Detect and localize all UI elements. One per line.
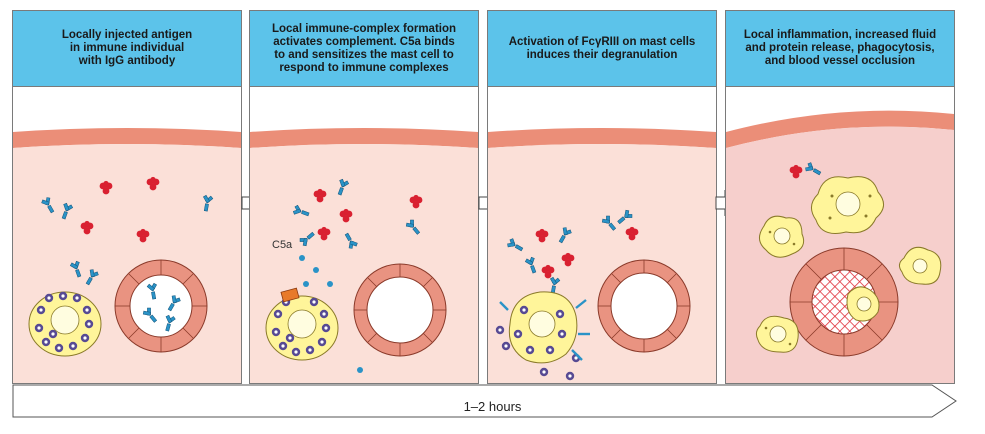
skin-band	[488, 128, 716, 148]
mast-cell-icon	[265, 287, 339, 361]
c5a-label: C5a	[272, 239, 293, 251]
timeline-arrow	[12, 384, 957, 418]
panel-2-scene	[250, 88, 478, 383]
panel-1-scene	[13, 88, 241, 383]
macrophage-icon	[811, 176, 884, 234]
skin-band	[726, 110, 954, 148]
skin-band	[13, 128, 241, 148]
macrophage-icon	[898, 246, 942, 285]
blood-vessel-icon	[597, 259, 691, 353]
panel-3-degranulation: Activation of FcγRIII on mast cells indu…	[487, 10, 717, 384]
panel-3-scene	[488, 88, 716, 383]
panel-1-antigen-injection: Locally injected antigen in immune indiv…	[12, 10, 242, 384]
blood-vessel-icon	[789, 247, 899, 357]
c5a-receptor	[280, 287, 300, 303]
panel-3-caption: Activation of FcγRIII on mast cells indu…	[508, 35, 696, 61]
macrophage-icon	[759, 215, 805, 258]
panel-4-caption: Local inflammation, increased fluid and …	[743, 29, 937, 67]
panel-1-caption-box: Locally injected antigen in immune indiv…	[13, 11, 241, 87]
panel-1-caption: Locally injected antigen in immune indiv…	[61, 29, 193, 67]
c5a-fragment	[299, 255, 305, 261]
panel-2-caption: Local immune-complex formation activates…	[271, 22, 457, 74]
timeline-label: 1–2 hours	[463, 399, 522, 414]
panel-2-caption-box: Local immune-complex formation activates…	[250, 11, 478, 87]
skin-band	[250, 128, 478, 148]
panel-2-immune-complex: Local immune-complex formation activates…	[249, 10, 479, 384]
panel-4-caption-box: Local inflammation, increased fluid and …	[726, 11, 954, 87]
blood-vessel-icon	[353, 263, 447, 357]
blood-vessel-icon	[114, 259, 208, 353]
mast-cell-icon	[28, 291, 102, 357]
macrophage-icon	[846, 286, 880, 322]
panel-4-scene	[726, 88, 954, 383]
macrophage-icon	[755, 315, 799, 353]
panel-4-inflammation: Local inflammation, increased fluid and …	[725, 10, 955, 384]
mast-cell-icon	[495, 291, 590, 381]
panel-3-caption-box: Activation of FcγRIII on mast cells indu…	[488, 11, 716, 87]
